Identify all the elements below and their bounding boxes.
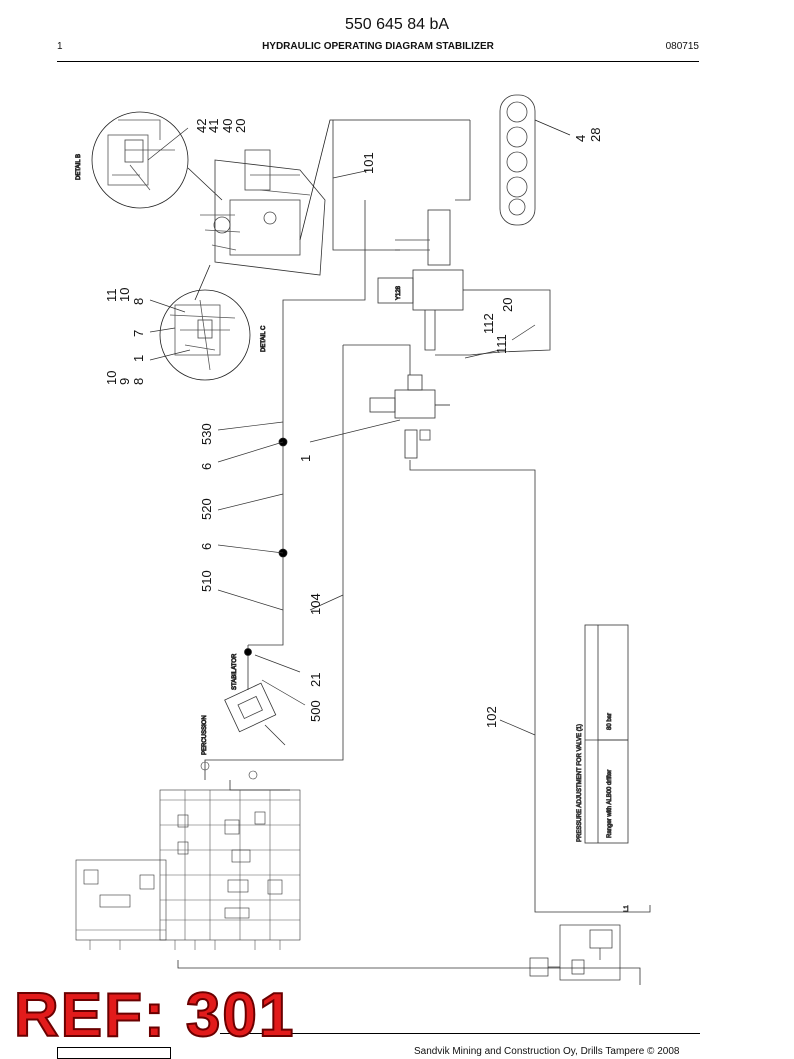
table-header: PRESSURE ADJUSTMENT FOR VALVE (1) bbox=[577, 724, 583, 842]
y128-label: Y128 bbox=[396, 285, 402, 300]
callout-111: 111 bbox=[494, 334, 509, 354]
callout-6: 6 bbox=[199, 463, 214, 470]
callout-104: 104 bbox=[308, 593, 323, 615]
callout-7: 7 bbox=[131, 330, 146, 337]
callout-10: 10 bbox=[117, 288, 132, 302]
stabilator-valve: STABILATOR PERCUSSION bbox=[202, 653, 286, 755]
callout-4: 4 bbox=[573, 135, 588, 142]
detail-c-view: DETAIL C bbox=[159, 289, 267, 381]
callout-101: 101 bbox=[361, 152, 376, 174]
ref-stamp: REF: 301 bbox=[13, 981, 296, 1050]
callout-520: 520 bbox=[199, 498, 214, 520]
solenoid-valve-block: Y128 bbox=[377, 209, 490, 351]
gauge-panel bbox=[499, 94, 571, 226]
callout-1: 1 bbox=[131, 355, 146, 362]
leader-lines bbox=[147, 127, 536, 736]
callout-numbers: 42 41 40 20 4 28 101 11 10 8 7 1 10 9 8 … bbox=[104, 119, 603, 728]
table-cell-bar: 80 bar bbox=[607, 713, 613, 730]
callout-20-b: 20 bbox=[500, 298, 515, 312]
callout-11: 11 bbox=[104, 289, 119, 303]
detail-b-label: DETAIL B bbox=[76, 154, 82, 180]
document-title: HYDRAULIC OPERATING DIAGRAM STABILIZER bbox=[262, 41, 494, 52]
callout-510: 510 bbox=[199, 570, 214, 592]
callout-21: 21 bbox=[308, 673, 323, 687]
detail-b-view: DETAIL B bbox=[76, 111, 223, 209]
document-number: 550 645 84 bA bbox=[344, 16, 450, 33]
junction-dot bbox=[244, 648, 252, 656]
callout-1-b: 1 bbox=[298, 455, 313, 462]
callout-530: 530 bbox=[199, 423, 214, 445]
callout-42: 42 bbox=[194, 119, 209, 133]
callout-6-b: 6 bbox=[199, 543, 214, 550]
stabilizer-assembly-view bbox=[194, 119, 470, 301]
callout-102: 102 bbox=[484, 706, 499, 728]
pressure-control-unit: L1 bbox=[529, 904, 630, 981]
header-rule bbox=[57, 61, 699, 62]
hydraulic-schematic bbox=[75, 761, 301, 950]
pressure-valve-block bbox=[369, 374, 450, 459]
callout-8-b: 8 bbox=[131, 378, 146, 385]
document-date: 080715 bbox=[665, 41, 699, 52]
table-cell-ranger: Ranger with ALB00 drifter bbox=[607, 770, 613, 838]
footer-copyright: Sandvik Mining and Construction Oy, Dril… bbox=[414, 1046, 680, 1057]
stabilator-label: STABILATOR bbox=[232, 653, 238, 690]
page-number: 1 bbox=[57, 41, 63, 52]
percussion-label: PERCUSSION bbox=[202, 715, 208, 755]
callout-500: 500 bbox=[308, 700, 323, 722]
callout-40: 40 bbox=[220, 119, 235, 133]
callout-10-b: 10 bbox=[104, 371, 119, 385]
callout-112: 112 bbox=[481, 313, 496, 334]
callout-41: 41 bbox=[206, 119, 221, 133]
footer-rule bbox=[220, 1033, 700, 1034]
detail-c-label: DETAIL C bbox=[261, 325, 267, 352]
callout-28: 28 bbox=[588, 128, 603, 142]
callout-20: 20 bbox=[233, 119, 248, 133]
l1-label: L1 bbox=[624, 905, 630, 912]
pressure-adjustment-table: PRESSURE ADJUSTMENT FOR VALVE (1) Ranger… bbox=[577, 624, 629, 844]
callout-8: 8 bbox=[131, 298, 146, 305]
callout-9: 9 bbox=[117, 378, 132, 385]
